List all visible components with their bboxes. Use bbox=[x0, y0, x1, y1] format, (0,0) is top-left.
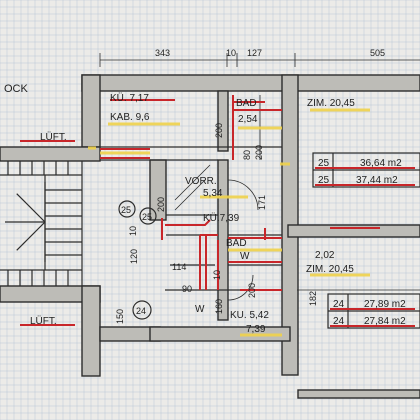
bad-top-value: 2,54 bbox=[238, 114, 258, 125]
dim-120: 120 bbox=[129, 249, 139, 264]
stair-tread bbox=[16, 221, 46, 251]
vorr-value: 5,34 bbox=[203, 188, 223, 199]
dim-90: 90 bbox=[182, 284, 192, 294]
area-table-upper: 25 36,64 m2 25 37,44 m2 bbox=[312, 152, 420, 188]
ku-739-label: KÜ.7,39 bbox=[203, 212, 240, 224]
dim-80: 80 bbox=[242, 150, 252, 160]
dim-10b: 10 bbox=[212, 270, 222, 280]
luft-bottom-label: LÜFT. bbox=[30, 315, 57, 327]
side-dimensions: 200 80 200 171 120 114 90 150 160 182 20… bbox=[115, 123, 318, 324]
ku-542-label: KU. 5,42 bbox=[230, 310, 269, 321]
dim-182: 182 bbox=[308, 291, 318, 306]
lower-row1-area: 27,89 m2 bbox=[364, 299, 406, 310]
dim-200b: 200 bbox=[254, 145, 264, 160]
floor-label: OCK bbox=[4, 83, 29, 95]
interior-lines bbox=[100, 95, 420, 301]
luft-top-label: LÜFT. bbox=[40, 131, 67, 143]
lower-row2-no: 24 bbox=[333, 316, 345, 327]
zim-top-label: ZIM. 20,45 bbox=[307, 98, 355, 109]
circle-24: 24 bbox=[136, 306, 146, 316]
dim-200c: 200 bbox=[156, 197, 166, 212]
ku-717-label: KÜ. 7,17 bbox=[110, 92, 149, 104]
staircase bbox=[0, 161, 83, 286]
kab-96-label: KAB. 9,6 bbox=[110, 112, 150, 123]
dim-200d: 200 bbox=[247, 283, 257, 298]
red-markup bbox=[20, 95, 380, 326]
dim-343: 343 bbox=[155, 48, 170, 58]
bad-top-label: BAD bbox=[236, 98, 257, 109]
room-labels: KÜ. 7,17 KAB. 9,6 BAD 2,54 ZIM. 20,45 VO… bbox=[30, 92, 355, 335]
w-label: W bbox=[240, 251, 250, 262]
dim-114: 114 bbox=[172, 262, 186, 272]
circled-numbers: 25 25 24 bbox=[118, 200, 157, 320]
dim-10: 10 bbox=[226, 48, 236, 58]
dim-505: 505 bbox=[370, 48, 385, 58]
dim-171: 171 bbox=[257, 195, 267, 210]
upper-row2-no: 25 bbox=[318, 175, 330, 186]
area-table-lower: 24 27,89 m2 24 27,84 m2 bbox=[327, 293, 420, 329]
value-739: 7,39 bbox=[246, 324, 266, 335]
w2-label: W bbox=[195, 304, 205, 315]
circle-25a: 25 bbox=[121, 205, 131, 215]
lower-row1-no: 24 bbox=[333, 299, 345, 310]
bad-mid-label: BAD bbox=[226, 238, 247, 249]
upper-row2-area: 37,44 m2 bbox=[356, 175, 398, 186]
upper-row1-area: 36,64 m2 bbox=[360, 158, 402, 169]
dim-10a: 10 bbox=[128, 226, 138, 236]
vorr-label: VORR. bbox=[185, 176, 217, 187]
yellow-markup bbox=[88, 108, 370, 337]
dim-200a: 200 bbox=[214, 123, 224, 138]
upper-row1-no: 25 bbox=[318, 158, 330, 169]
lower-row2-area: 27,84 m2 bbox=[364, 316, 406, 327]
area-202-label: 2,02 bbox=[315, 250, 335, 261]
dim-127: 127 bbox=[247, 48, 262, 58]
walls bbox=[0, 74, 420, 399]
zim-mid-label: ZIM. 20,45 bbox=[306, 264, 354, 275]
circle-25b: 25 bbox=[142, 212, 152, 222]
stair-tread bbox=[16, 193, 46, 223]
dim-160: 160 bbox=[214, 299, 224, 314]
top-dimension-line: 343 10 127 505 bbox=[99, 48, 420, 67]
dim-150: 150 bbox=[115, 309, 125, 324]
